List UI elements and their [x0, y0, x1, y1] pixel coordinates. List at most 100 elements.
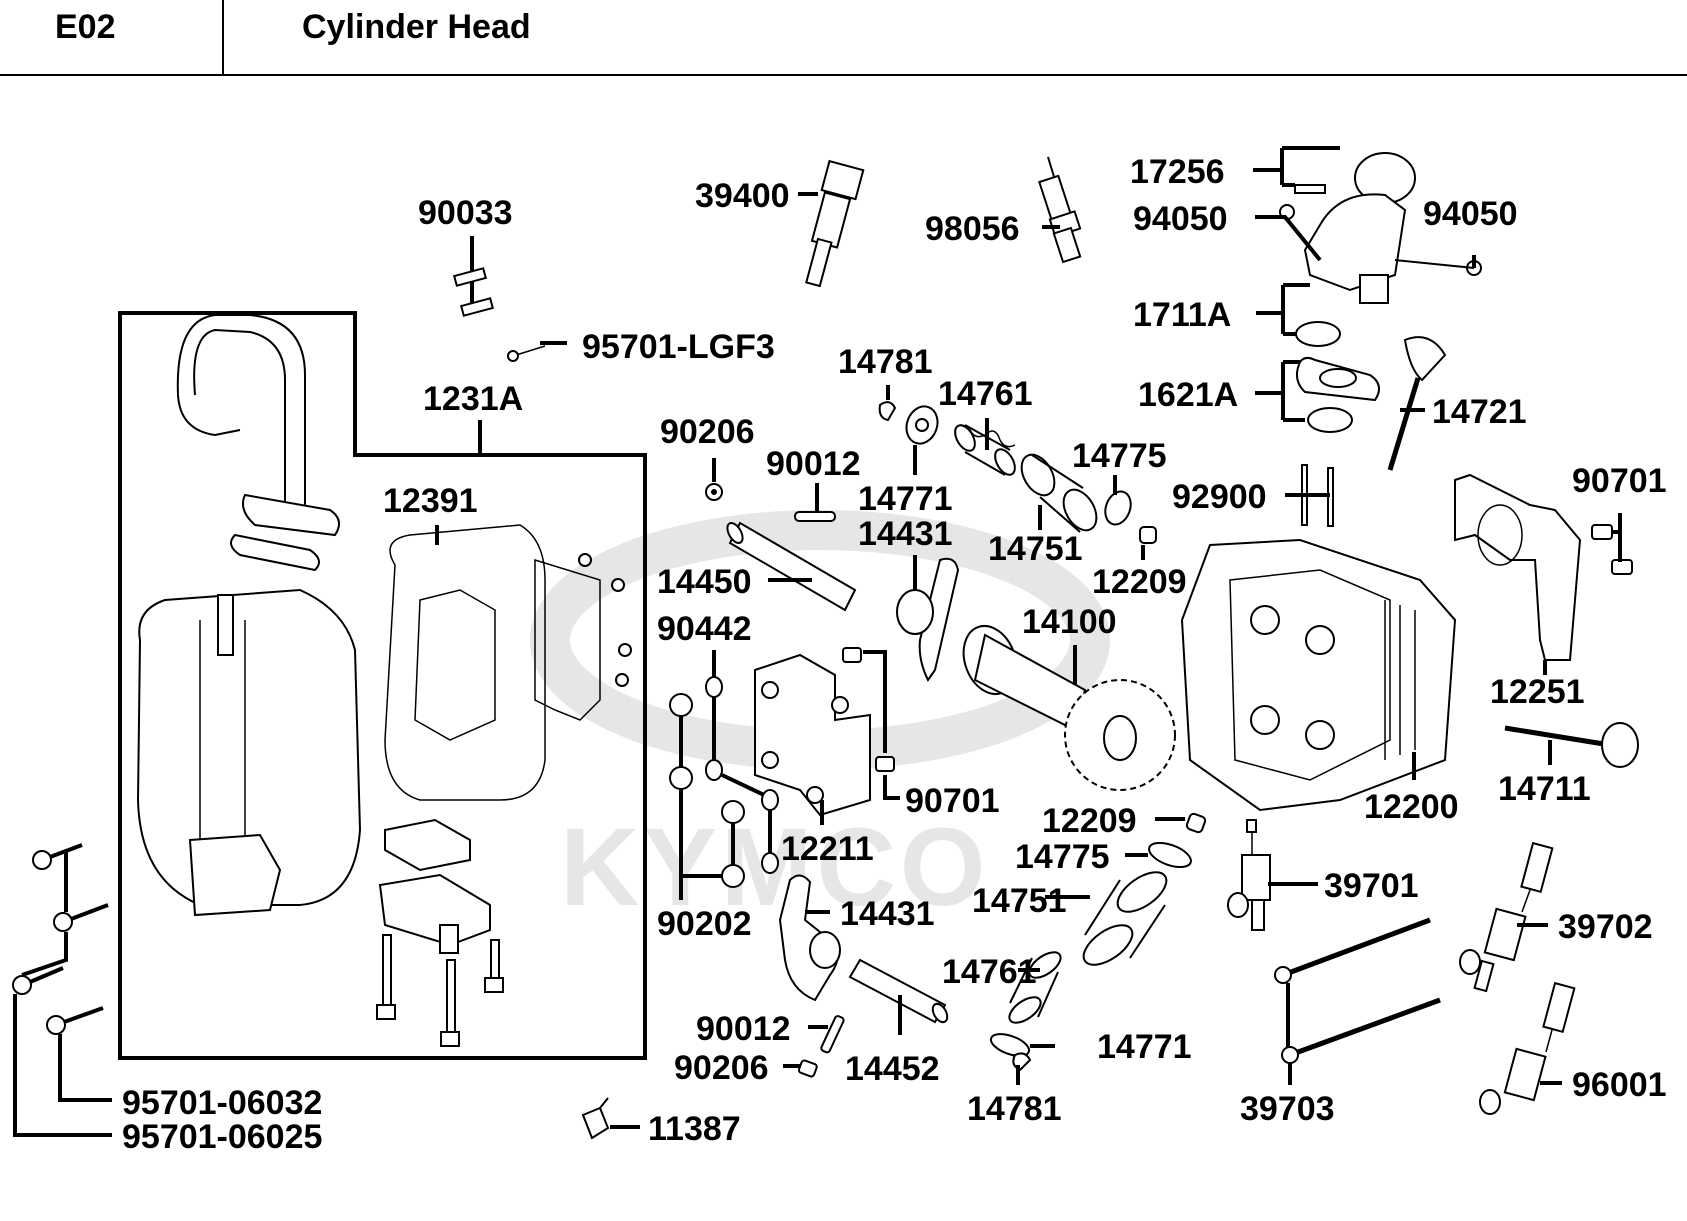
- label-90012-top: 90012: [766, 445, 861, 483]
- label-95701-06032: 95701-06032: [122, 1084, 322, 1122]
- label-14771-bot: 14771: [1097, 1028, 1192, 1066]
- label-14450: 14450: [657, 563, 752, 601]
- spring-seat-bottom-icon: [1148, 841, 1192, 869]
- leader-90701-right: [1612, 513, 1622, 562]
- label-96001: 39703: [1240, 1090, 1335, 1128]
- label-1711a: 1711A: [1133, 296, 1231, 334]
- label-14751-bot: 14751: [972, 882, 1067, 920]
- label-94050-right: 94050: [1423, 195, 1518, 233]
- exhaust-valve-icon: [1387, 336, 1447, 471]
- leader-1621a: [1255, 360, 1305, 422]
- leader-bolt-chain: [21, 850, 68, 977]
- nut-icon: [705, 483, 723, 501]
- label-14452: 14452: [845, 1050, 940, 1088]
- label-39703: 96001: [1572, 1066, 1667, 1104]
- label-14761-top: 14761: [938, 375, 1033, 413]
- label-98056: 98056: [925, 210, 1020, 248]
- solenoid-valve-icon: [1227, 819, 1271, 931]
- adjusting-screw-icon: [794, 511, 836, 522]
- page-title: Cylinder Head: [302, 8, 531, 46]
- camshaft-icon: [962, 625, 1176, 791]
- label-39701: 39701: [1324, 867, 1419, 905]
- outer-spring-bottom-icon: [1082, 871, 1168, 966]
- solenoid-valve-2-icon: [1459, 841, 1554, 993]
- label-17256: 17256: [1130, 153, 1225, 191]
- label-14721: 14721: [1432, 393, 1527, 431]
- cylinder-head-gasket-icon: [1454, 473, 1582, 661]
- label-12391: 12391: [383, 482, 478, 520]
- breather-plate-icon: [378, 818, 491, 954]
- label-14771-top: 14771: [858, 480, 953, 518]
- insulator-gasket-icon: [1295, 356, 1380, 433]
- label-11387: 11387: [648, 1110, 741, 1148]
- label-14431-top: 14431: [858, 515, 953, 553]
- rocker-shaft-bottom-icon: [848, 958, 949, 1024]
- leader-washer-chain: [712, 697, 772, 853]
- valve-cotter-icon: [878, 401, 897, 422]
- spring-seat-icon: [1104, 490, 1132, 526]
- head-cover-icon: [136, 588, 362, 917]
- label-14100: 14100: [1022, 603, 1117, 641]
- label-95701-06025: 95701-06025: [122, 1118, 322, 1156]
- cover-bolts-icon: [578, 553, 632, 687]
- cover-long-bolts-icon: [376, 934, 504, 1047]
- leader-95701-06025: [13, 994, 112, 1137]
- page-header: E02 Cylinder Head: [0, 0, 1687, 76]
- solenoid-valve-3-icon: [1479, 981, 1576, 1115]
- label-14775-bot: 14775: [1015, 838, 1110, 876]
- label-90202: 90202: [657, 905, 752, 943]
- cylinder-head-icon: [1180, 538, 1457, 812]
- label-90701-mid: 90701: [905, 782, 1000, 820]
- leader-95701-06032: [58, 1034, 112, 1102]
- camshaft-holder-icon: [754, 653, 871, 817]
- label-95701-lgf3: 95701-LGF3: [582, 328, 775, 366]
- leader-94050-left: [1255, 215, 1322, 262]
- stud-bolt-icon: [452, 267, 495, 317]
- leader-90202: [679, 716, 735, 900]
- label-14781-top: 14781: [838, 343, 933, 381]
- header-divider: [222, 0, 224, 74]
- leader-96001: [1286, 983, 1292, 1085]
- label-90701-right: 90701: [1572, 462, 1667, 500]
- label-90012-bot: 90012: [696, 1010, 791, 1048]
- dowel-pin-icon: [842, 647, 895, 772]
- temperature-sensor-icon: [805, 159, 865, 288]
- head-cover-gasket-icon: [384, 524, 601, 801]
- label-39702: 39702: [1558, 908, 1653, 946]
- label-39400: 39400: [695, 177, 790, 215]
- spark-plug-icon: [1038, 156, 1082, 264]
- flange-bolts-icon: [12, 843, 109, 1035]
- label-14761-bot: 14761: [942, 953, 1037, 991]
- leader-17256: [1253, 146, 1340, 187]
- rocker-shaft-icon: [726, 521, 857, 612]
- label-94050-left: 94050: [1133, 200, 1228, 238]
- intake-valve-icon: [1504, 722, 1639, 768]
- valve-stem-seal-bottom-icon: [1185, 812, 1207, 834]
- label-92900: 92900: [1172, 478, 1267, 516]
- valve-stem-seal-icon: [1139, 526, 1157, 544]
- assembly-box-outline: [118, 311, 647, 1060]
- adjusting-screw-bottom-icon: [820, 1015, 845, 1054]
- spring-retainer-icon: [905, 405, 939, 445]
- leader-1711a: [1256, 283, 1310, 336]
- label-90206-top: 90206: [660, 413, 755, 451]
- label-14775-top: 14775: [1072, 437, 1167, 475]
- label-14711: 14711: [1498, 770, 1591, 808]
- label-14431-bot: 14431: [840, 895, 935, 933]
- long-stud-bolt-icon: [1274, 917, 1441, 1064]
- intake-manifold-icon: [1279, 152, 1482, 347]
- label-12200: 12200: [1364, 788, 1459, 826]
- label-90206-bot: 90206: [674, 1049, 769, 1087]
- outer-spring-icon: [1020, 453, 1098, 533]
- label-12209-bot: 12209: [1042, 802, 1137, 840]
- label-1231a: 1231A: [423, 380, 523, 418]
- label-12211: 12211: [781, 830, 874, 868]
- section-code: E02: [55, 8, 116, 46]
- label-12209-top: 12209: [1092, 563, 1187, 601]
- label-12251: 12251: [1490, 673, 1585, 711]
- leader-90701-mid: [863, 650, 900, 800]
- nut-bottom-icon: [797, 1059, 818, 1078]
- valve-cotter-bottom-icon: [1012, 1052, 1032, 1072]
- rocker-arm-bottom-icon: [778, 874, 841, 1002]
